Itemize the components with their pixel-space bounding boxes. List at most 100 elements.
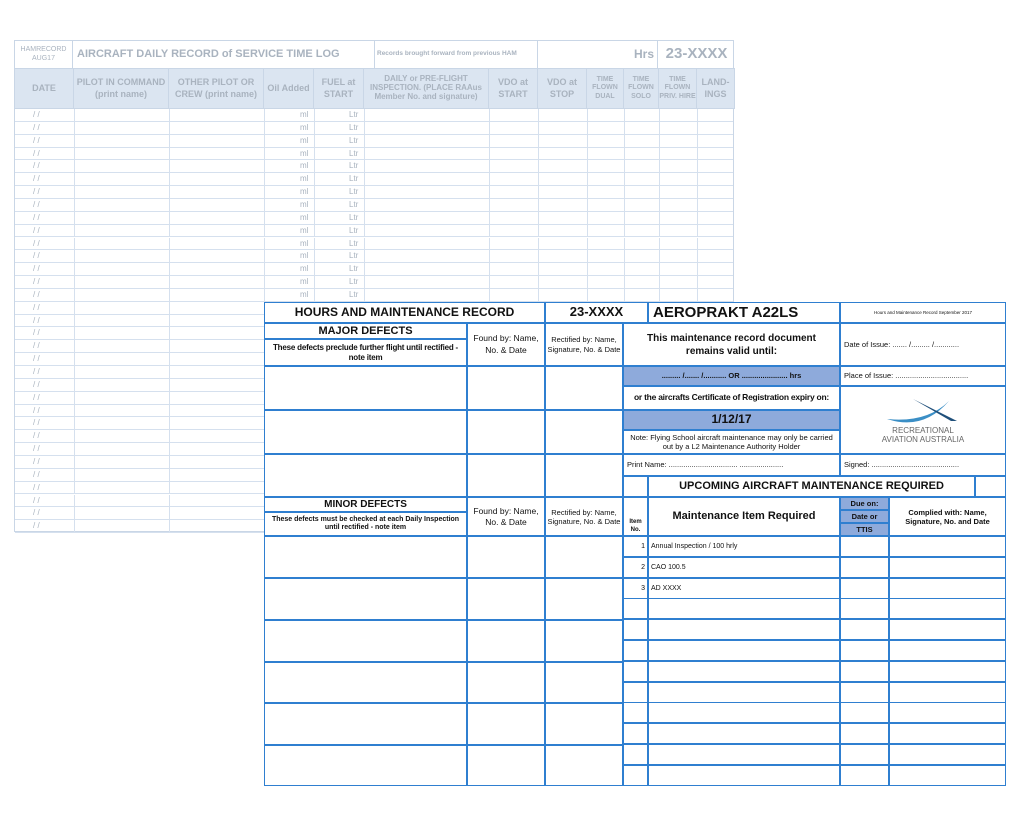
date-cell[interactable]: / / <box>33 302 40 312</box>
defect-cell[interactable] <box>545 410 623 454</box>
maint-item-cell[interactable] <box>648 744 840 765</box>
due-cell[interactable] <box>840 640 889 661</box>
maint-item-cell[interactable]: Annual Inspection / 100 hrly <box>648 536 840 557</box>
complied-cell[interactable] <box>889 577 1006 599</box>
date-cell[interactable]: / / <box>33 392 40 402</box>
date-cell[interactable]: / / <box>33 521 40 531</box>
defect-cell[interactable] <box>467 366 545 410</box>
date-cell[interactable]: / / <box>33 187 40 197</box>
date-cell[interactable]: / / <box>33 328 40 338</box>
defect-cell[interactable] <box>545 745 623 786</box>
defect-cell[interactable] <box>264 536 467 578</box>
maint-item-cell[interactable] <box>648 681 840 703</box>
defect-cell[interactable] <box>467 578 545 620</box>
date-cell[interactable]: / / <box>33 367 40 376</box>
complied-cell[interactable] <box>889 660 1006 682</box>
date-cell[interactable]: / / <box>33 341 40 351</box>
maint-item-cell[interactable] <box>648 619 840 641</box>
defect-cell[interactable] <box>264 366 467 410</box>
defect-cell[interactable] <box>467 536 545 578</box>
date-cell[interactable]: / / <box>33 110 40 119</box>
date-cell[interactable]: / / <box>33 135 40 145</box>
print-name-field[interactable]: Print Name: ............................… <box>623 454 840 476</box>
date-cell[interactable]: / / <box>33 225 40 235</box>
maint-item-cell[interactable] <box>648 640 840 661</box>
complied-cell[interactable] <box>889 640 1006 661</box>
defect-cell[interactable] <box>545 662 623 703</box>
date-cell[interactable]: / / <box>33 418 40 428</box>
defect-cell[interactable] <box>264 410 467 454</box>
date-cell[interactable]: / / <box>33 379 40 389</box>
date-cell[interactable]: / / <box>33 431 40 441</box>
defect-cell[interactable] <box>467 410 545 454</box>
due-cell[interactable] <box>840 619 889 641</box>
complied-cell[interactable] <box>889 556 1006 578</box>
date-cell[interactable]: / / <box>33 199 40 209</box>
defect-cell[interactable] <box>467 703 545 745</box>
date-cell[interactable]: / / <box>33 444 40 454</box>
defect-cell[interactable] <box>545 578 623 620</box>
defect-cell[interactable] <box>264 454 467 497</box>
defect-cell[interactable] <box>545 703 623 745</box>
date-cell[interactable]: / / <box>33 482 40 492</box>
complied-cell[interactable] <box>889 744 1006 765</box>
date-cell[interactable]: / / <box>33 289 40 299</box>
date-cell[interactable]: / / <box>33 277 40 287</box>
defect-cell[interactable] <box>545 454 623 497</box>
place-of-issue-field[interactable]: Place of Issue: ........................… <box>840 366 1006 386</box>
complied-cell[interactable] <box>889 764 1006 786</box>
date-cell[interactable]: / / <box>33 405 40 415</box>
date-cell[interactable]: / / <box>33 456 40 466</box>
defect-cell[interactable] <box>264 745 467 786</box>
complied-cell[interactable] <box>889 598 1006 620</box>
due-cell[interactable] <box>840 660 889 682</box>
complied-cell[interactable] <box>889 702 1006 724</box>
defect-cell[interactable] <box>264 620 467 662</box>
date-cell[interactable]: / / <box>33 212 40 222</box>
defect-cell[interactable] <box>467 620 545 662</box>
defect-cell[interactable] <box>545 620 623 662</box>
date-cell[interactable]: / / <box>33 315 40 325</box>
maint-item-cell[interactable] <box>648 598 840 620</box>
complied-cell[interactable] <box>889 681 1006 703</box>
date-cell[interactable]: / / <box>33 238 40 248</box>
date-cell[interactable]: / / <box>33 469 40 479</box>
due-cell[interactable] <box>840 723 889 745</box>
due-cell[interactable] <box>840 577 889 599</box>
date-of-issue-field[interactable]: Date of Issue: ....... /......... /.....… <box>840 323 1006 366</box>
date-cell[interactable]: / / <box>33 508 40 518</box>
due-cell[interactable] <box>840 744 889 765</box>
maint-item-cell[interactable] <box>648 702 840 724</box>
defect-cell[interactable] <box>467 745 545 786</box>
date-cell[interactable]: / / <box>33 148 40 158</box>
due-cell[interactable] <box>840 536 889 557</box>
complied-cell[interactable] <box>889 536 1006 557</box>
defect-cell[interactable] <box>545 536 623 578</box>
date-cell[interactable]: / / <box>33 161 40 171</box>
due-cell[interactable] <box>840 702 889 724</box>
maint-item-cell[interactable]: CAO 100.5 <box>648 556 840 578</box>
due-cell[interactable] <box>840 764 889 786</box>
defect-cell[interactable] <box>467 454 545 497</box>
defect-cell[interactable] <box>264 662 467 703</box>
complied-cell[interactable] <box>889 723 1006 745</box>
defect-cell[interactable] <box>264 578 467 620</box>
defect-cell[interactable] <box>467 662 545 703</box>
date-cell[interactable]: / / <box>33 251 40 261</box>
due-cell[interactable] <box>840 556 889 578</box>
maint-item-cell[interactable] <box>648 660 840 682</box>
due-cell[interactable] <box>840 681 889 703</box>
date-cell[interactable]: / / <box>33 495 40 505</box>
